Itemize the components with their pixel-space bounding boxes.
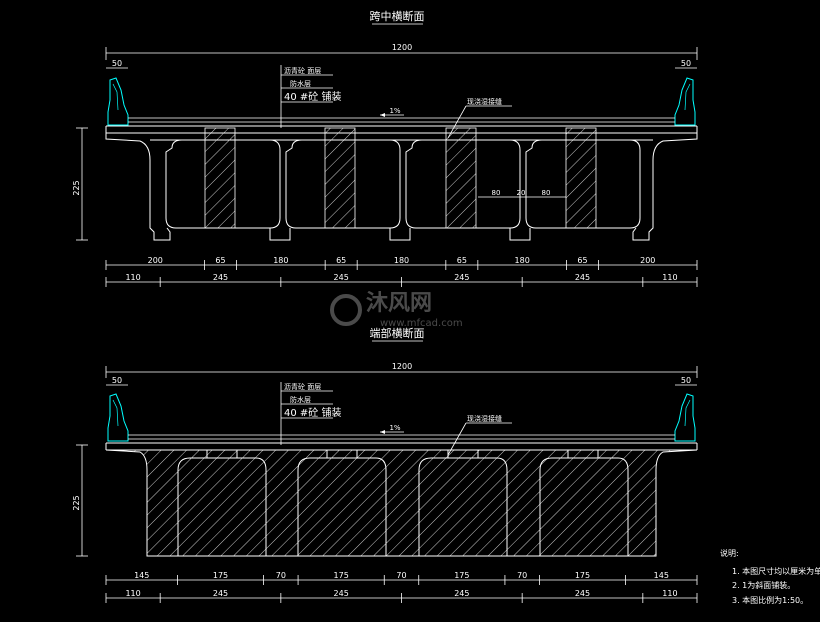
bottom-row1-dim-2: 175 (213, 571, 228, 580)
watermark: 沐风网 www.mfcad.com (330, 291, 463, 329)
bottom-row2-dim-1: 110 (125, 589, 140, 598)
top-inner-dim-1: 80 (492, 189, 501, 197)
bottom-row1-dim-3: 70 (276, 571, 286, 580)
bottom-right-railing-icon (674, 393, 696, 442)
top-row1-dim-5: 180 (394, 256, 409, 265)
bottom-diaphragm (105, 449, 698, 557)
bottom-row1-dim-5: 70 (396, 571, 406, 580)
top-cross-section: 跨中横断面 1200 50 50 (72, 9, 698, 287)
bottom-layer-3: 40 #砼 铺装 (284, 406, 341, 419)
bottom-total-width: 1200 (392, 362, 412, 371)
top-left-end-dim: 50 (112, 59, 122, 68)
top-row1-dim-6: 65 (457, 256, 467, 265)
notes-heading: 说明: (720, 548, 739, 558)
top-inner-dim-3: 80 (542, 189, 551, 197)
bottom-right-end-dim: 50 (681, 376, 691, 385)
top-left-railing-icon (107, 77, 129, 126)
top-joint-4 (565, 127, 597, 229)
bottom-row2-dim-3: 245 (334, 589, 349, 598)
bottom-row2-dim-4: 245 (454, 589, 469, 598)
top-right-railing-icon (674, 77, 696, 126)
top-row1-dim-8: 65 (577, 256, 587, 265)
bottom-cross-section: 端部横断面 1200 50 50 沥青砼 面层 防 (72, 326, 698, 603)
top-layer-2: 防水层 (290, 79, 311, 88)
top-row1-dim-3: 180 (273, 256, 288, 265)
top-row1-dim-1: 200 (148, 256, 163, 265)
bottom-row1-dim-8: 175 (575, 571, 590, 580)
bottom-left-end-dim: 50 (112, 376, 122, 385)
top-dim-row-1: 200 65 180 65 180 65 180 65 200 (105, 256, 698, 270)
bottom-left-railing-icon (107, 393, 129, 442)
top-joint-1 (204, 127, 236, 229)
bottom-row1-dim-1: 145 (134, 571, 149, 580)
top-section-title: 跨中横断面 (370, 9, 425, 23)
top-girders (105, 133, 698, 241)
top-row2-dim-4: 245 (454, 273, 469, 282)
notes-item-1: 1. 本图尺寸均以厘米为单位。 (732, 566, 820, 576)
notes-item-2: 2. 1为斜面铺装。 (732, 580, 795, 590)
bottom-dim-row-2: 110 245 245 245 245 110 (105, 589, 698, 603)
top-joint-3 (445, 127, 477, 229)
bottom-layer-2: 防水层 (290, 395, 311, 404)
watermark-url: www.mfcad.com (380, 318, 463, 329)
bottom-layer-1: 沥青砼 面层 (284, 382, 321, 391)
top-row1-dim-4: 65 (336, 256, 346, 265)
bottom-joint-label: 现浇湿接缝 (467, 414, 502, 423)
bottom-row1-dim-9: 145 (654, 571, 669, 580)
bottom-slope: 1% (389, 424, 400, 432)
bottom-row1-dim-6: 175 (454, 571, 469, 580)
notes: 说明: 1. 本图尺寸均以厘米为单位。 2. 1为斜面铺装。 3. 本图比例为1… (720, 548, 820, 605)
bottom-row1-dim-7: 70 (517, 571, 527, 580)
top-row2-dim-2: 245 (213, 273, 228, 282)
top-right-end-dim: 50 (681, 59, 691, 68)
bottom-row2-dim-5: 245 (575, 589, 590, 598)
bottom-row1-dim-4: 175 (334, 571, 349, 580)
top-joint-label: 现浇湿接缝 (467, 97, 502, 106)
top-row2-dim-5: 245 (575, 273, 590, 282)
top-layer-1: 沥青砼 面层 (284, 66, 321, 75)
top-row1-dim-7: 180 (515, 256, 530, 265)
top-total-width: 1200 (392, 43, 412, 52)
top-joint-2 (324, 127, 356, 229)
top-row2-dim-6: 110 (662, 273, 677, 282)
top-row1-dim-9: 200 (640, 256, 655, 265)
top-layer-3: 40 #砼 铺装 (284, 90, 341, 103)
bottom-height-dim: 225 (72, 495, 81, 510)
bottom-row2-dim-2: 245 (213, 589, 228, 598)
bottom-dim-row-1: 145 175 70 175 70 175 70 175 145 (105, 571, 698, 585)
bottom-row2-dim-6: 110 (662, 589, 677, 598)
top-inner-dim-2: 20 (517, 189, 526, 197)
notes-item-3: 3. 本图比例为1:50。 (732, 595, 808, 605)
top-height-dim: 225 (72, 180, 81, 195)
top-slope: 1% (389, 107, 400, 115)
bottom-section-title: 端部横断面 (370, 326, 425, 340)
top-row1-dim-2: 65 (215, 256, 225, 265)
watermark-brand: 沐风网 (366, 291, 432, 316)
top-row2-dim-3: 245 (334, 273, 349, 282)
top-row2-dim-1: 110 (125, 273, 140, 282)
top-dim-row-2: 110 245 245 245 245 110 (105, 273, 698, 287)
